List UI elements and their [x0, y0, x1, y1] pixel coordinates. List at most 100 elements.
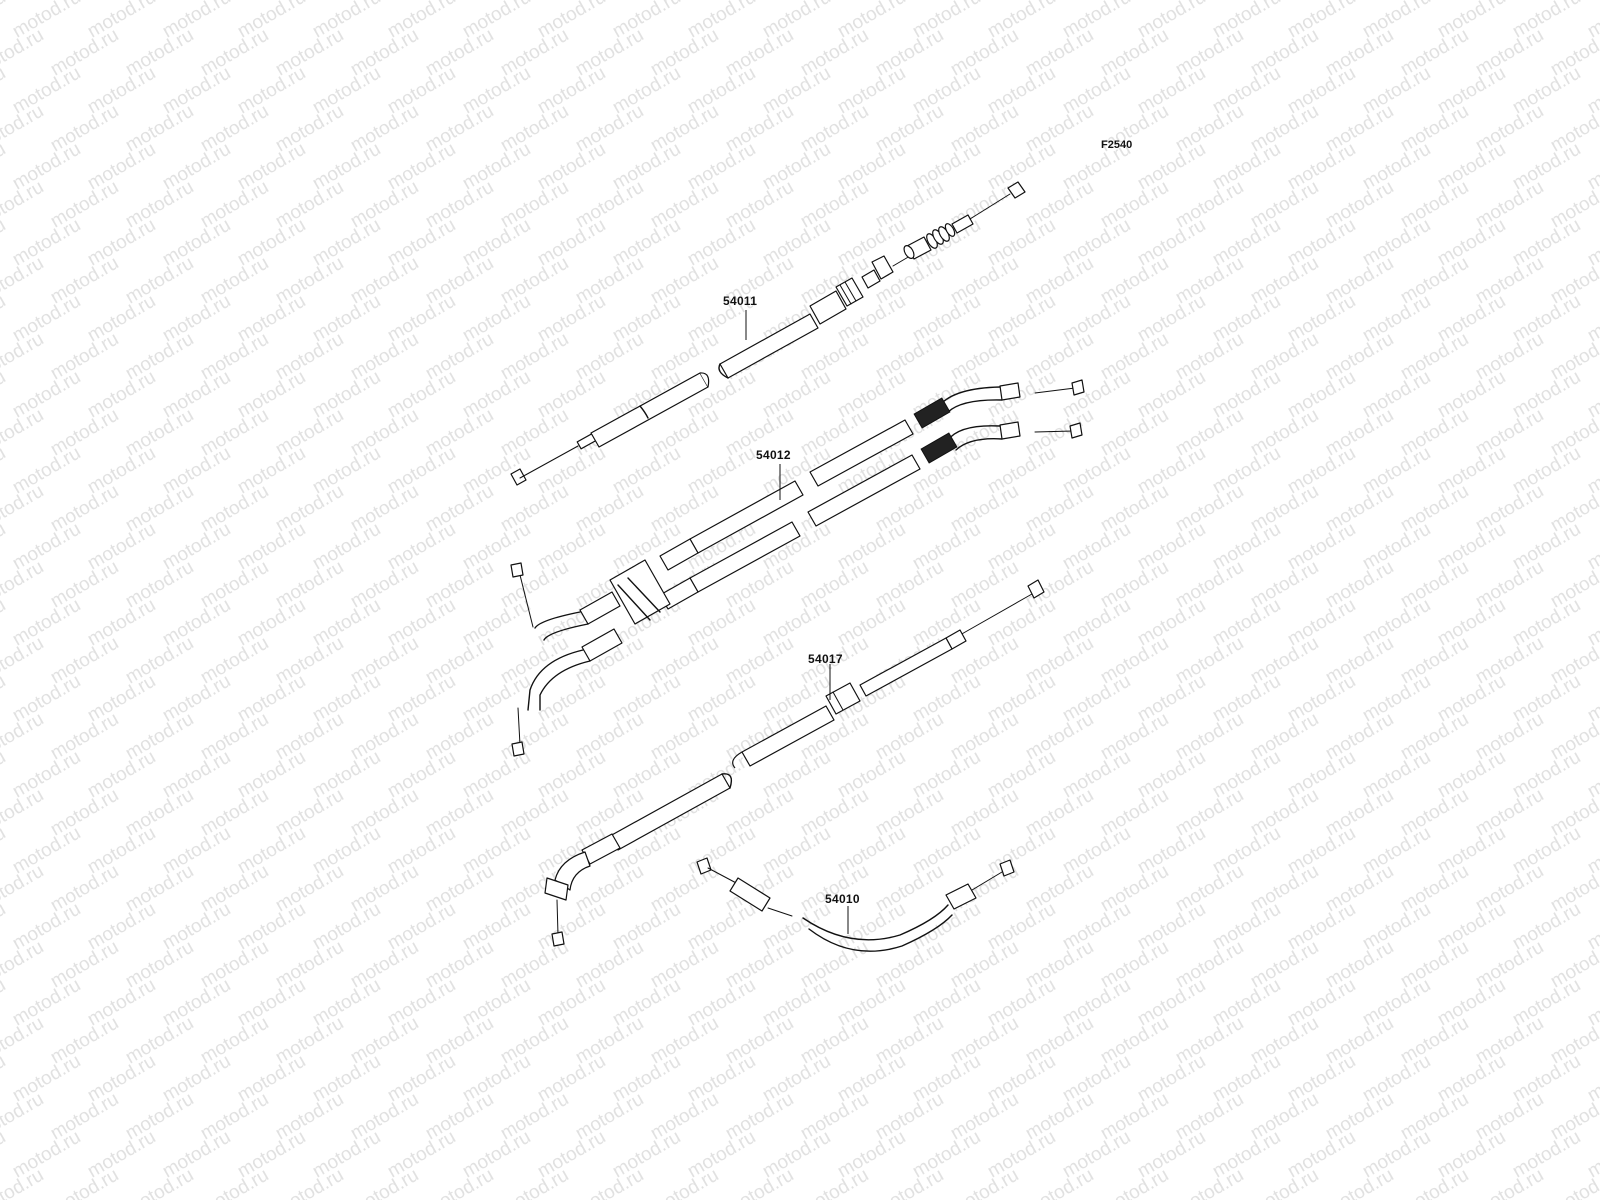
watermark-text: motod.ru: [0, 443, 9, 499]
outer-sheath: [802, 904, 949, 941]
watermark-text: motod.ru: [122, 1165, 197, 1200]
outer-sheath: [741, 705, 835, 767]
watermark-text: motod.ru: [0, 899, 9, 955]
inner-wire: [1034, 430, 1074, 433]
figure-code: F2540: [1101, 139, 1132, 151]
cable-end-barrel: [510, 468, 527, 486]
inner-wire: [1034, 387, 1076, 394]
watermark-text: motod.ru: [0, 139, 9, 195]
inner-wire: [969, 193, 1011, 220]
watermark-text: motod.ru: [1172, 1165, 1247, 1200]
ferrule: [945, 883, 977, 910]
knurled-adjuster: [920, 432, 958, 464]
cable-end-barrel: [510, 562, 524, 578]
part-number-label: 54011: [723, 294, 757, 308]
part-number-label: 54017: [808, 652, 843, 666]
outer-sheath: [719, 313, 819, 379]
outer-sheath: [808, 914, 953, 952]
watermark-text: motod.ru: [872, 1165, 947, 1200]
watermark-text: motod.ru: [0, 1127, 9, 1183]
sheath-band: [639, 405, 649, 419]
inner-wire: [519, 574, 534, 628]
watermark-text: motod.ru: [0, 0, 9, 42]
watermark-text: motod.ru: [422, 1165, 497, 1200]
watermark-text: motod.ru: [1322, 1165, 1397, 1200]
watermark-text: motod.ru: [47, 1165, 122, 1200]
junction-block: [609, 559, 671, 625]
watermark-text: motod.ru: [497, 1165, 572, 1200]
watermark-text: motod.ru: [1472, 1165, 1547, 1200]
cable-end-barrel: [1071, 379, 1085, 396]
cable-54010: [696, 857, 1015, 952]
ferrule: [579, 591, 621, 625]
watermark-text: motod.ru: [0, 253, 47, 309]
outer-sheath: [809, 419, 914, 487]
watermark-text: motod.ru: [0, 671, 9, 727]
sheath-break-end: [699, 372, 710, 388]
watermark-text: motod.ru: [0, 405, 47, 461]
adjuster-nut: [825, 682, 861, 715]
cable-end-barrel: [511, 741, 525, 757]
cable-end-barrel: [1027, 579, 1045, 599]
watermark-text: motod.ru: [0, 1013, 47, 1069]
adjuster-thread: [861, 269, 881, 289]
watermark-text: motod.ru: [0, 1089, 47, 1145]
inner-wire: [959, 593, 1033, 636]
watermark-text: motod.ru: [0, 823, 9, 879]
watermark-text: motod.ru: [0, 595, 9, 651]
inner-wire: [519, 445, 579, 479]
inner-wire: [556, 899, 559, 936]
watermark-text: motod.ru: [0, 747, 9, 803]
watermark-text: motod.ru: [0, 709, 47, 765]
cable-54017: [544, 579, 1045, 947]
watermark-text: motod.ru: [0, 367, 9, 423]
watermark-text: motod.ru: [0, 481, 47, 537]
watermark-text: motod.ru: [0, 291, 9, 347]
watermark-text: motod.ru: [272, 1165, 347, 1200]
knurled-adjuster: [913, 397, 951, 429]
lock-nut: [871, 255, 894, 280]
elbow-fitting: [554, 851, 591, 891]
outer-sheath: [859, 637, 953, 697]
rubber-boot: [926, 214, 974, 249]
watermark-text: motod.ru: [947, 1165, 1022, 1200]
cable-end-barrel: [1007, 181, 1026, 199]
watermark-text: motod.ru: [1022, 1165, 1097, 1200]
elbow-fitting: [544, 877, 569, 901]
cable-end-barrel: [999, 859, 1015, 877]
watermark-text: motod.ru: [0, 557, 47, 613]
watermark-text: motod.ru: [1097, 1165, 1172, 1200]
watermark-text: motod.ru: [0, 329, 47, 385]
ferrule: [729, 877, 771, 912]
watermark-text: motod.ru: [0, 519, 9, 575]
watermark-text: motod.ru: [722, 1165, 797, 1200]
ferrule: [581, 628, 623, 662]
watermark-text: motod.ru: [647, 1165, 722, 1200]
cable-end-barrel: [551, 931, 565, 947]
watermark-text: motod.ru: [572, 1165, 647, 1200]
adjuster-nut: [835, 277, 864, 307]
watermark-text: motod.ru: [0, 937, 47, 993]
adjuster-sleeve: [809, 290, 847, 325]
outer-sheath: [807, 454, 921, 527]
watermark-text: motod.ru: [0, 861, 47, 917]
watermark-text: motod.ru: [0, 63, 9, 119]
part-number-label: 54010: [825, 892, 860, 906]
sheath-break-start: [718, 363, 729, 379]
inner-wire: [971, 871, 1003, 891]
watermark-text: motod.ru: [1397, 1165, 1472, 1200]
watermark-text: motod.ru: [347, 1165, 422, 1200]
watermark-text: motod.ru: [0, 25, 47, 81]
cable-54011: [510, 181, 1026, 486]
watermark-text: motod.ru: [0, 215, 9, 271]
watermark-text: motod.ru: [0, 177, 47, 233]
cable-end-barrel: [1069, 422, 1083, 439]
part-number-label: 54012: [756, 448, 791, 462]
watermark-text: motod.ru: [0, 975, 9, 1031]
watermark-text: motod.ru: [0, 101, 47, 157]
inner-wire: [707, 867, 741, 886]
watermark-text: motod.ru: [0, 785, 47, 841]
